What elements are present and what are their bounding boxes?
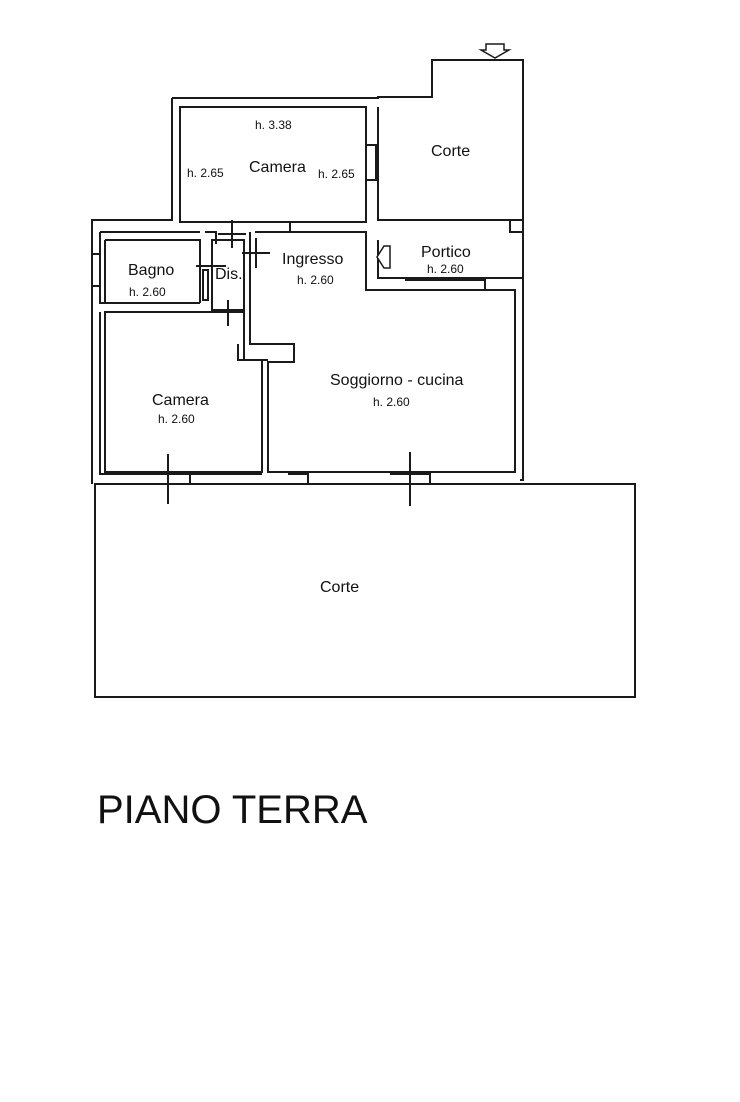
window: [205, 231, 217, 244]
door-mark: [242, 238, 270, 268]
camera-top-name: Camera: [249, 159, 306, 176]
corte-bottom-outline: [94, 483, 636, 698]
plan-title: PIANO TERRA: [97, 788, 368, 832]
portico-height: h. 2.60: [427, 262, 464, 276]
ingresso-height: h. 2.60: [297, 273, 334, 287]
window: [92, 253, 101, 287]
window: [366, 144, 377, 181]
ingresso-wall: [249, 231, 516, 473]
corte-top-wall: [377, 107, 523, 233]
corte-top-name: Corte: [431, 143, 471, 160]
outer-wall-inner: [179, 106, 367, 223]
dis-name: Dis.: [215, 266, 243, 283]
portico-name: Portico: [421, 244, 471, 261]
camera-top-height-left: h. 2.65: [187, 166, 224, 180]
corridor-wall: [237, 344, 268, 361]
bagno-height: h. 2.60: [129, 285, 166, 299]
ingresso-name: Ingresso: [282, 251, 344, 268]
door-mark: [216, 300, 240, 326]
camera-top-height-right: h. 2.65: [318, 167, 355, 181]
window: [405, 279, 486, 291]
arrow-left-outline-icon: [376, 245, 391, 269]
portico-wall: [377, 240, 523, 279]
camera-bottom-height: h. 2.60: [158, 412, 195, 426]
bagno-wall: [104, 239, 201, 303]
door-mark: [218, 220, 246, 248]
window: [278, 221, 291, 232]
outer-wall: [172, 59, 524, 481]
door-mark: [202, 269, 209, 301]
camera-bottom-name: Camera: [152, 392, 209, 409]
soggiorno-name: Soggiorno - cucina: [330, 372, 464, 389]
window: [288, 473, 309, 485]
arrow-down-outline-icon: [478, 43, 512, 59]
outer-wall-left: [91, 98, 173, 484]
corte-bottom-name: Corte: [320, 579, 360, 596]
bagno-name: Bagno: [128, 262, 175, 279]
soggiorno-height: h. 2.60: [373, 395, 410, 409]
dis-wall: [211, 239, 245, 311]
window: [150, 473, 191, 485]
camera-top-height-center: h. 3.38: [255, 118, 292, 132]
